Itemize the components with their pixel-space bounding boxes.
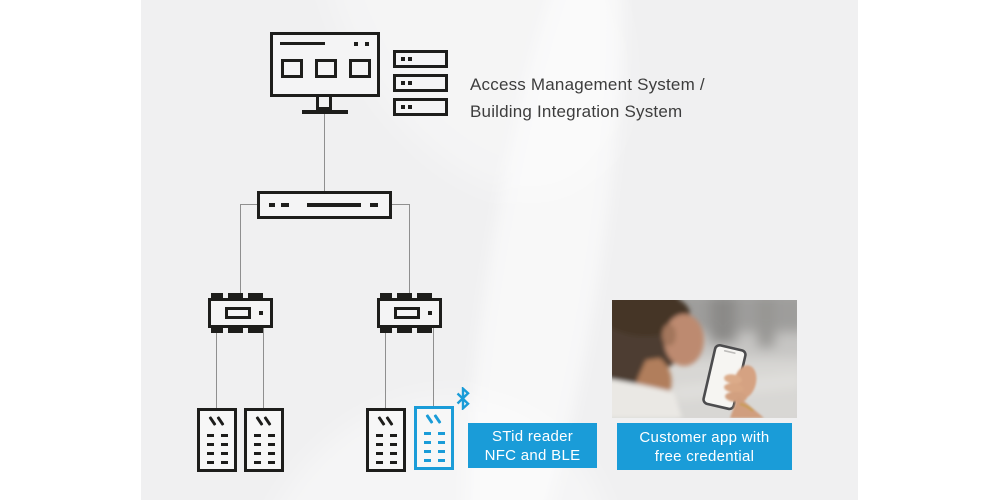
monitor-dot — [354, 42, 358, 46]
connector-line — [409, 204, 410, 298]
customer-app-label: Customer app with free credential — [617, 423, 792, 470]
switch-led — [370, 203, 378, 207]
switch-vent — [307, 203, 361, 207]
system-title-line1: Access Management System / — [470, 75, 705, 94]
connector-line — [216, 328, 217, 408]
reader-led-slash — [385, 416, 394, 426]
connector-line — [391, 204, 410, 205]
card-reader-icon — [366, 408, 406, 472]
monitor-dot — [365, 42, 369, 46]
reader-keypad — [376, 434, 397, 467]
connector-line — [433, 328, 434, 406]
switch-led — [269, 203, 275, 207]
controller-led — [428, 311, 432, 315]
customer-app-label-line2: free credential — [654, 447, 755, 465]
card-reader-icon — [244, 408, 284, 472]
stid-reader-icon — [414, 406, 454, 470]
connector-line — [263, 328, 264, 408]
switch-led — [281, 203, 289, 207]
controller-terminals — [211, 293, 270, 298]
customer-app-label-line1: Customer app with — [639, 428, 770, 446]
connector-line — [240, 204, 241, 298]
reader-led-slash — [216, 416, 225, 426]
reader-led-slash — [263, 416, 272, 426]
reader-led-slash — [255, 416, 264, 426]
reader-led-slash — [425, 414, 434, 424]
monitor-window — [315, 59, 337, 78]
access-controller-icon — [208, 293, 273, 333]
reader-led-slash — [433, 414, 442, 424]
server-stack-icon — [393, 50, 448, 68]
controller-led — [259, 311, 263, 315]
access-controller-icon — [377, 293, 442, 333]
controller-port — [394, 307, 420, 319]
reader-led-slash — [208, 416, 217, 426]
server-stack-icon — [393, 98, 448, 116]
network-switch-icon — [257, 191, 392, 219]
diagram-canvas: Access Management System / Building Inte… — [141, 0, 858, 500]
monitor-window — [349, 59, 371, 78]
monitor-window — [281, 59, 303, 78]
controller-terminals — [380, 293, 439, 298]
system-title-line2: Building Integration System — [470, 102, 683, 121]
stid-reader-label-line2: NFC and BLE — [484, 446, 581, 464]
monitor-menu-line — [280, 42, 325, 45]
controller-terminals — [211, 328, 270, 333]
server-stack-icon — [393, 74, 448, 92]
connector-line — [385, 328, 386, 408]
reader-keypad — [254, 434, 275, 467]
connector-line — [324, 113, 325, 191]
system-title: Access Management System / Building Inte… — [470, 71, 705, 125]
bluetooth-icon — [456, 387, 470, 410]
reader-led-slash — [377, 416, 386, 426]
woman-using-smartphone-photo — [612, 300, 797, 418]
monitor-stand-base — [302, 110, 348, 114]
stid-reader-label: STid reader NFC and BLE — [468, 423, 597, 468]
controller-terminals — [380, 328, 439, 333]
reader-keypad — [424, 432, 445, 465]
controller-port — [225, 307, 251, 319]
stid-reader-label-line1: STid reader — [491, 427, 574, 445]
card-reader-icon — [197, 408, 237, 472]
connector-line — [240, 204, 258, 205]
reader-keypad — [207, 434, 228, 467]
management-workstation-icon — [270, 32, 380, 97]
